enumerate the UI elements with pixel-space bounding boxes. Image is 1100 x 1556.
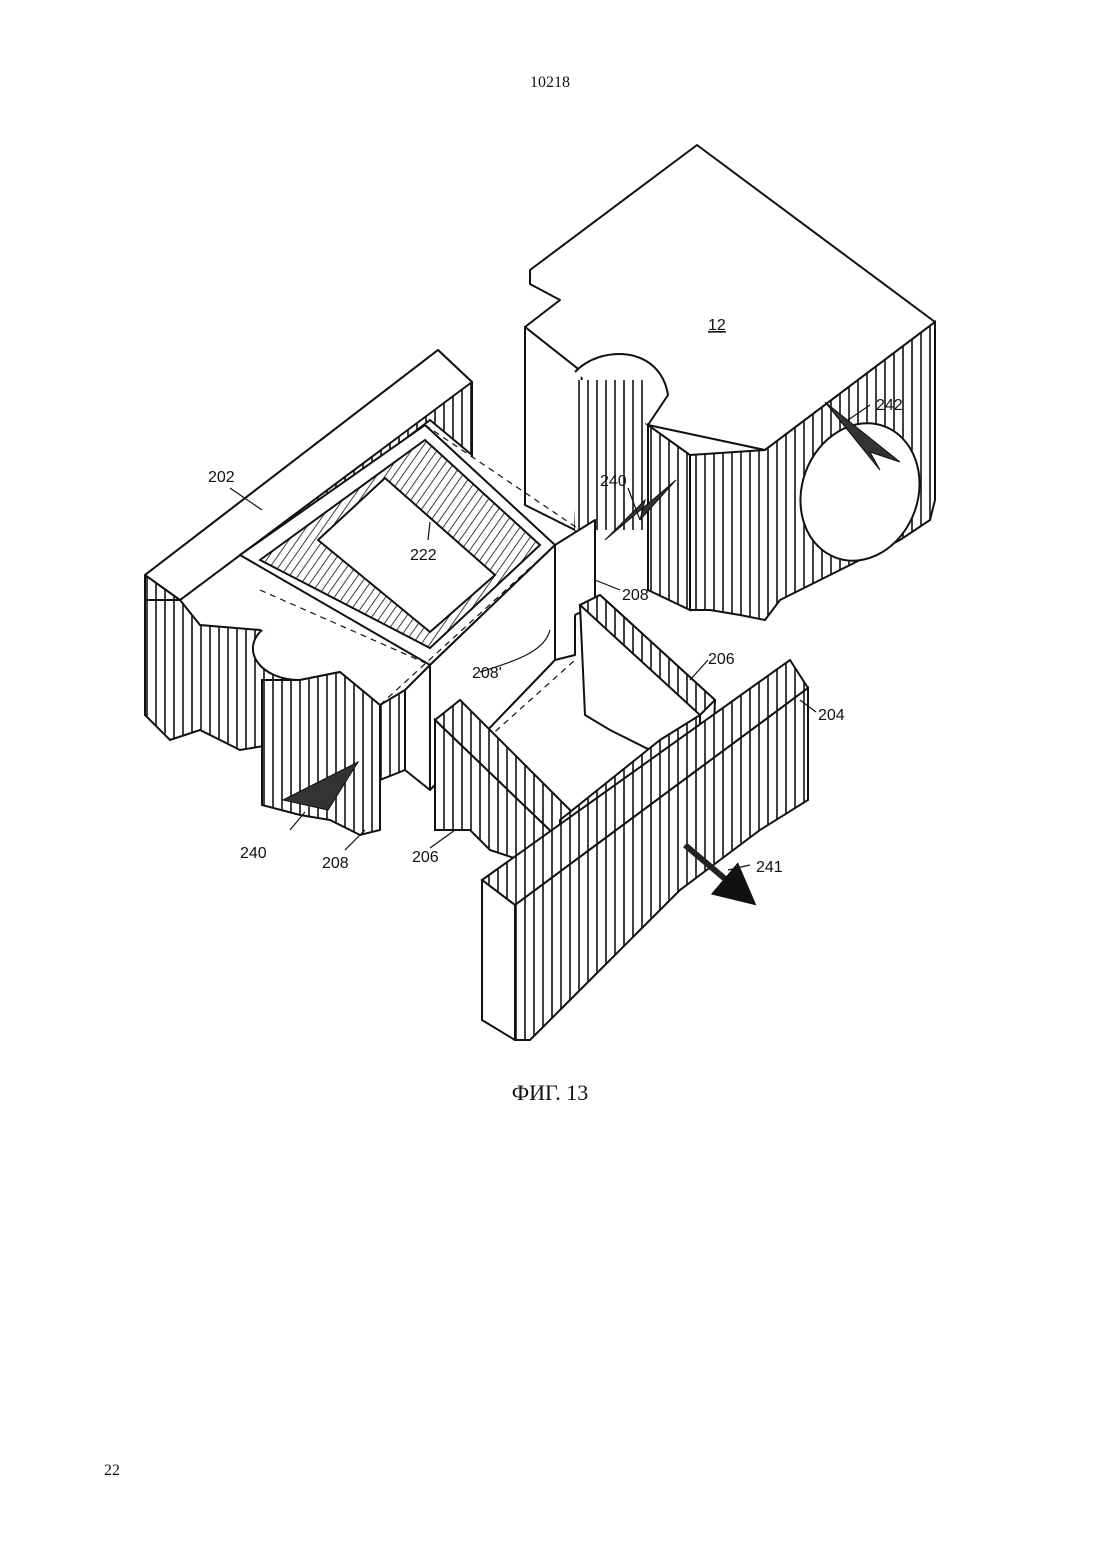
block-12-bore-hatch [575, 380, 645, 530]
leader-206-lower [430, 830, 455, 848]
label-208-lower: 208 [322, 855, 349, 872]
block-12-notch-wall [648, 425, 690, 610]
label-208-upper: 208 [622, 587, 649, 604]
label-202: 202 [208, 469, 235, 486]
label-240-lower: 240 [240, 845, 267, 862]
wall-204-end-face [482, 880, 515, 1040]
label-206-lower: 206 [412, 849, 439, 866]
label-204: 204 [818, 707, 845, 724]
leader-241 [728, 865, 750, 870]
label-240-upper: 240 [600, 473, 627, 490]
center-left-face [405, 665, 430, 790]
page-number: 22 [104, 1462, 120, 1480]
label-241: 241 [756, 859, 783, 876]
leader-208-upper [595, 580, 620, 590]
wall-202-side-strip [380, 690, 405, 780]
label-222: 222 [410, 547, 437, 564]
label-208-prime: 208' [472, 665, 502, 682]
label-206-upper: 206 [708, 651, 735, 668]
label-242: 242 [876, 397, 903, 414]
wall-202-bore-inner [262, 672, 380, 835]
figure-caption: ФИГ. 13 [0, 1080, 1100, 1106]
label-12: 12 [708, 317, 726, 334]
leader-206-upper [690, 660, 708, 680]
